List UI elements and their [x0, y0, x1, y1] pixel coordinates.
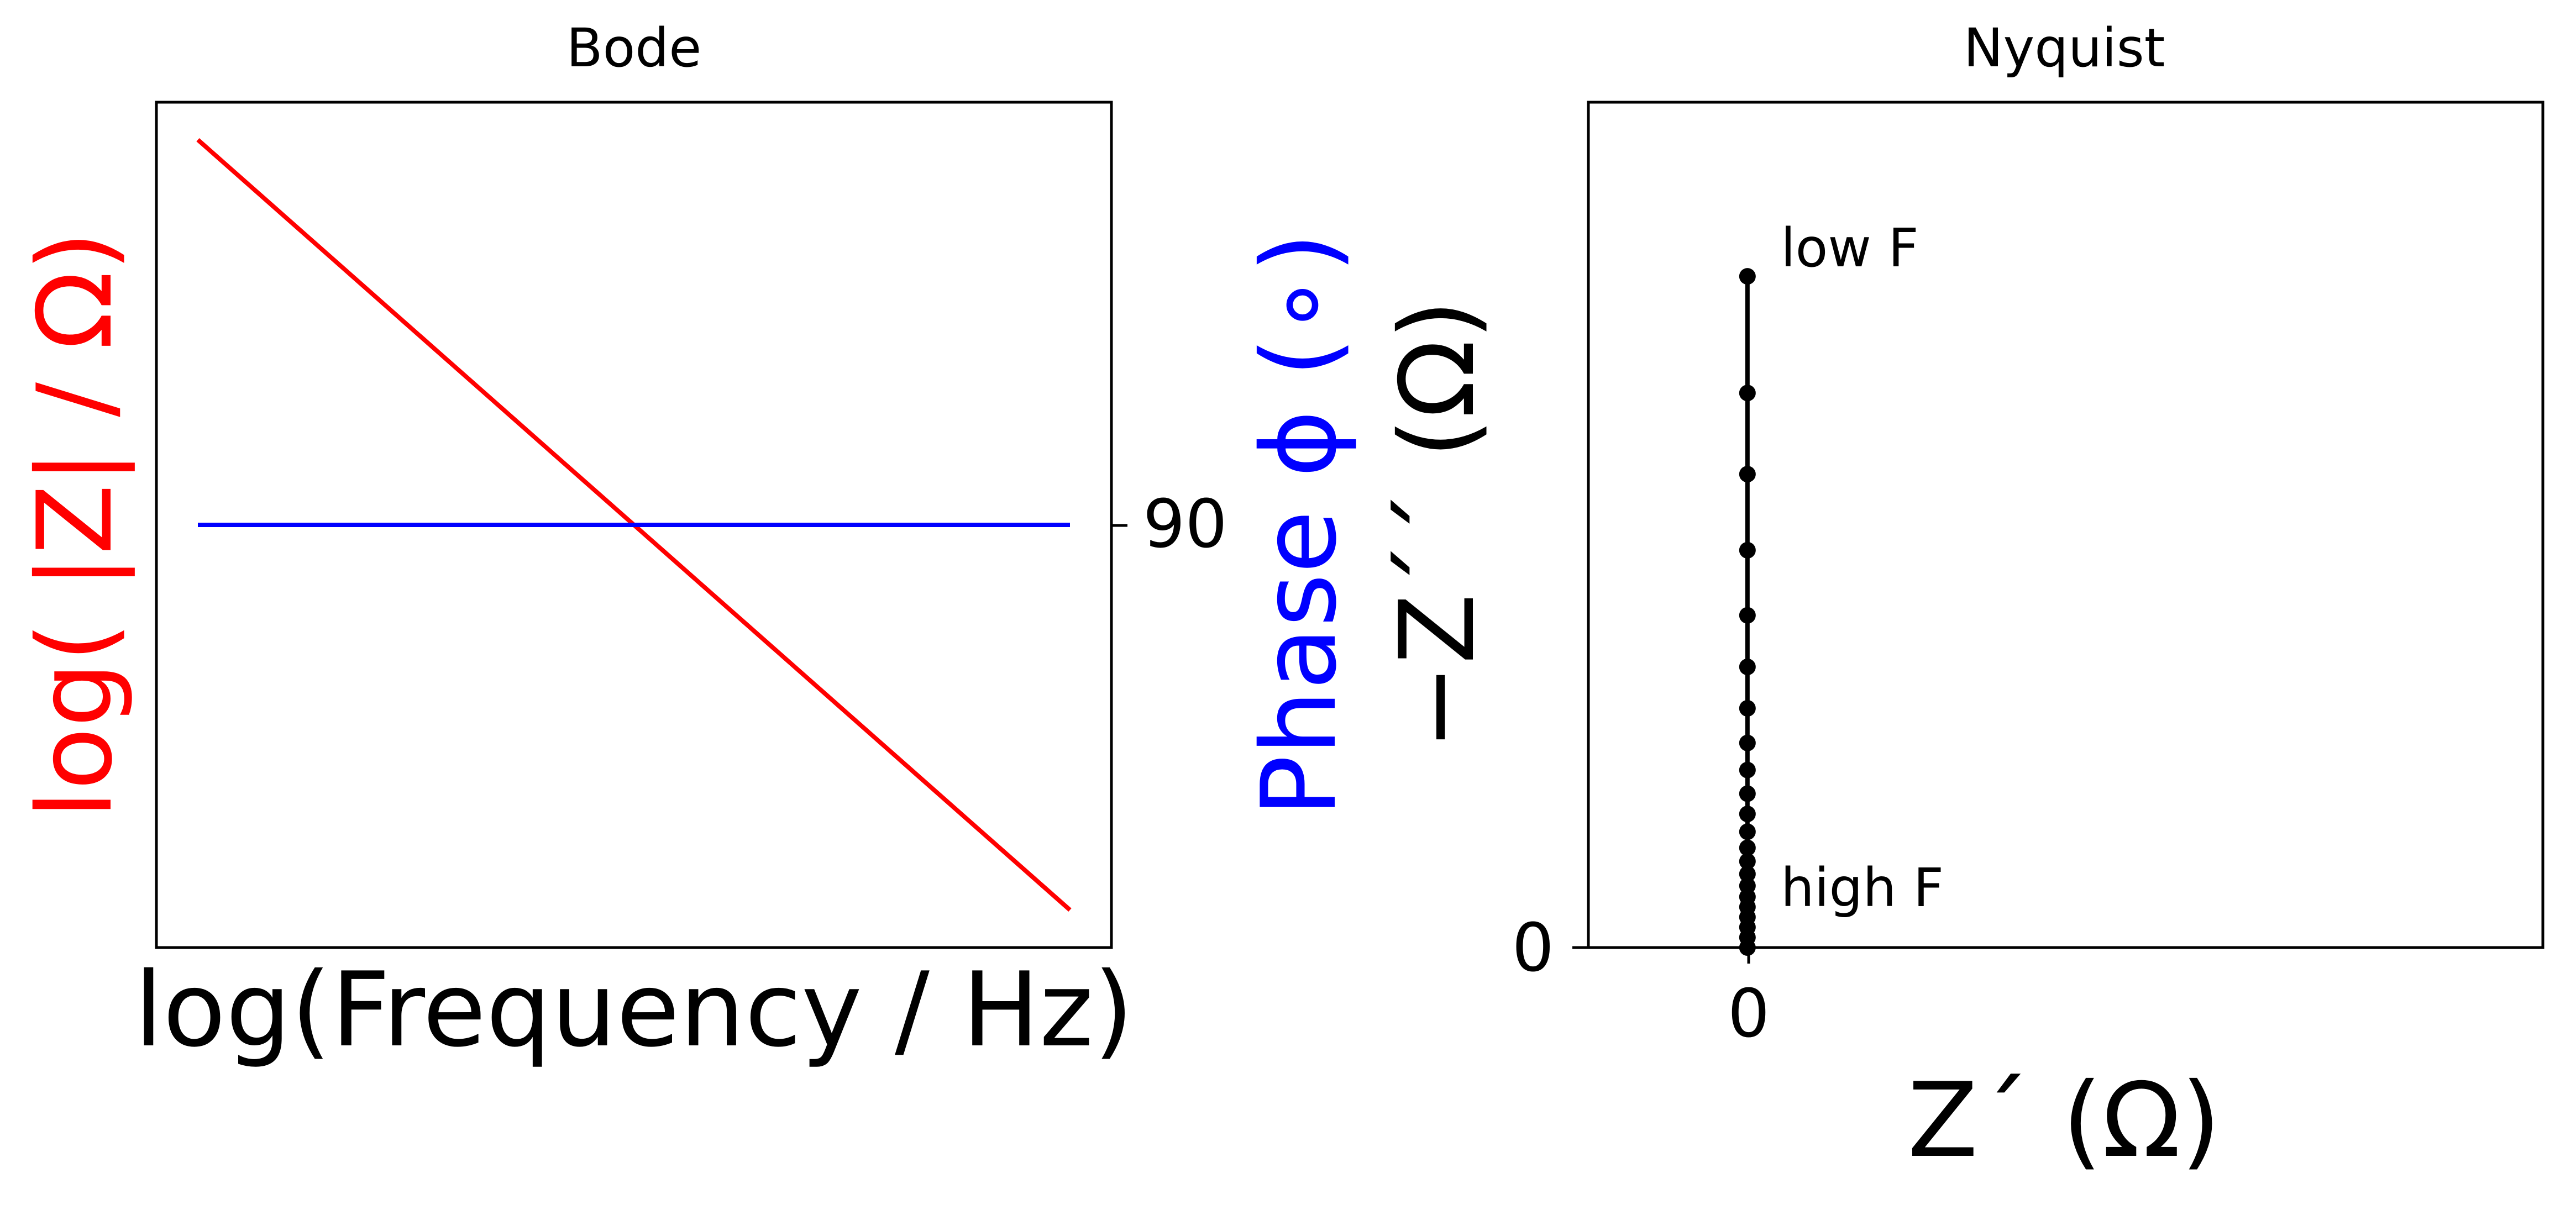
nyquist-point-14 — [1739, 734, 1756, 751]
nyquist-plot-frame — [1587, 101, 2544, 949]
nyquist-point-10 — [1739, 823, 1756, 840]
nyquist-point-8 — [1739, 853, 1756, 870]
bode-title: Bode — [566, 17, 702, 79]
bode-x-axis-label: log(Frequency / Hz) — [134, 950, 1134, 1070]
bode-left-axis-label: log( |Z| / Ω) — [15, 231, 135, 819]
nyquist-point-7 — [1739, 865, 1756, 882]
nyquist-annotation-low-f: low F — [1781, 217, 1919, 279]
nyquist-point-13 — [1739, 761, 1756, 778]
nyquist-point-18 — [1739, 541, 1756, 559]
nyquist-point-6 — [1739, 877, 1756, 895]
nyquist-y-tick-label: 0 — [1512, 910, 1554, 987]
nyquist-points — [1739, 268, 1756, 956]
nyquist-chart: Nyquist 0 0 low F high F Z´ (Ω) −Z´´ (Ω) — [1377, 17, 2544, 1180]
nyquist-point-21 — [1739, 268, 1756, 285]
nyquist-point-17 — [1739, 607, 1756, 624]
bode-right-axis-label: Phase ϕ (∘) — [1239, 233, 1359, 817]
nyquist-point-9 — [1739, 839, 1756, 856]
nyquist-title: Nyquist — [1964, 17, 2165, 79]
nyquist-point-12 — [1739, 785, 1756, 802]
bode-right-tick-label: 90 — [1143, 486, 1227, 563]
nyquist-point-20 — [1739, 385, 1756, 402]
nyquist-x-tick-label: 0 — [1728, 976, 1770, 1053]
nyquist-point-15 — [1739, 700, 1756, 717]
nyquist-x-axis-label: Z´ (Ω) — [1908, 1060, 2221, 1180]
nyquist-point-16 — [1739, 659, 1756, 676]
nyquist-point-11 — [1739, 806, 1756, 823]
nyquist-point-19 — [1739, 466, 1756, 483]
bode-chart: Bode 90 log(Frequency / Hz) log( |Z| / Ω… — [15, 17, 1359, 1070]
nyquist-annotation-high-f: high F — [1781, 857, 1944, 919]
nyquist-y-axis-label: −Z´´ (Ω) — [1377, 299, 1497, 750]
